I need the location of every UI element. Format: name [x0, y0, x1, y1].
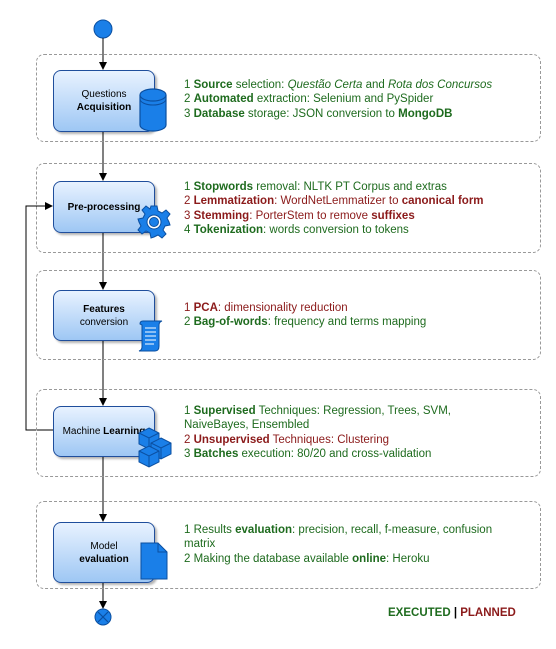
step-text: execution: 80/20 and cross-validation: [238, 447, 432, 460]
legend: EXECUTED | PLANNED: [388, 607, 516, 619]
stage-evaluation-container: [36, 501, 541, 589]
step-text: Techniques: Regression, Trees, SVM, Naiv…: [184, 405, 451, 432]
step-text: 4: [184, 223, 194, 236]
step-text: Questão Certa: [287, 79, 363, 91]
database-icon: [139, 88, 167, 132]
step-text: 1: [184, 181, 194, 193]
step-text: Rota dos Concursos: [387, 79, 493, 91]
step-item: 1 Source selection: Questão Certa and Ro…: [184, 78, 529, 92]
step-text: : words conversion to tokens: [263, 223, 409, 236]
stage-features-container: [36, 270, 541, 360]
stage-acquisition-container: [36, 54, 541, 142]
gear-icon: [137, 205, 171, 239]
node-line2: Acquisition: [76, 102, 132, 113]
step-text: Techniques: Clustering: [269, 433, 389, 446]
step-text: : frequency and terms mapping: [267, 316, 427, 329]
step-text: canonical form: [401, 195, 484, 208]
legend-executed: EXECUTED: [388, 607, 451, 619]
step-text: 1 Results: [184, 524, 236, 536]
step-item: 2 Unsupervised Techniques: Clustering: [184, 433, 484, 447]
node-line1: Pre-processing: [67, 201, 141, 213]
step-text: 1: [184, 405, 194, 417]
step-text: suffixes: [371, 209, 415, 222]
step-text: 1: [184, 302, 194, 314]
stage-ml-container: [36, 389, 541, 477]
legend-planned: PLANNED: [460, 607, 516, 619]
step-text: 2 Making the database available: [184, 552, 353, 565]
start-node: [93, 19, 113, 39]
step-text: Tokenization: [193, 223, 264, 236]
step-text: 2: [184, 93, 194, 106]
step-text: 3: [184, 107, 194, 120]
step-text: Batches: [193, 447, 239, 460]
step-text: evaluation: [235, 524, 293, 536]
step-text: : Heroku: [386, 552, 430, 565]
step-item: 3 Database storage: JSON conversion to M…: [184, 107, 529, 121]
step-text: Bag-of-words: [193, 316, 268, 329]
step-text: Unsupervised: [193, 433, 270, 446]
node-line1: Model: [90, 540, 118, 552]
preprocessing-node: Pre-processing: [53, 181, 155, 233]
machine-learning-node: Machine Learning: [53, 406, 155, 457]
step-text: Stemming: [193, 209, 250, 222]
legend-separator: |: [450, 607, 461, 619]
stage-preprocessing-container: [36, 163, 541, 253]
step-text: Stopwords: [193, 181, 254, 193]
step-item: 2 Automated extraction: Selenium and PyS…: [184, 92, 529, 106]
step-text: extraction: Selenium and PySpider: [253, 93, 434, 106]
node-line1: Features: [83, 303, 125, 315]
step-text: Source: [193, 79, 233, 91]
document-icon: [140, 542, 168, 580]
step-item: 3 Stemming: PorterStem to remove suffixe…: [184, 209, 529, 223]
step-text: 3: [184, 209, 194, 222]
step-text: 2: [184, 433, 194, 446]
end-node: [94, 608, 112, 626]
step-text: Automated: [193, 93, 254, 106]
step-item: 4 Tokenization: words conversion to toke…: [184, 223, 529, 237]
node-line2: evaluation: [79, 553, 129, 565]
step-item: 2 Making the database available online: …: [184, 552, 524, 566]
step-text: 2: [184, 195, 194, 208]
step-text: PCA: [193, 302, 218, 314]
node-line1: Questions: [81, 89, 127, 100]
step-item: 1 Supervised Techniques: Regression, Tre…: [184, 404, 484, 433]
step-text: : WordNetLemmatizer to: [274, 195, 402, 208]
document-scroll-icon: [138, 320, 163, 352]
cubes-icon: [138, 427, 172, 468]
questions-acquisition-node: Questions Acquisition: [53, 70, 155, 132]
step-text: storage: JSON conversion to: [244, 107, 399, 120]
step-text: : PorterStem to remove: [249, 209, 372, 222]
step-item: 2 Bag-of-words: frequency and terms mapp…: [184, 315, 529, 329]
evaluation-steps: 1 Results evaluation: precision, recall,…: [184, 523, 524, 566]
step-item: 3 Batches execution: 80/20 and cross-val…: [184, 447, 484, 461]
ml-steps: 1 Supervised Techniques: Regression, Tre…: [184, 404, 484, 461]
step-text: 2: [184, 316, 194, 329]
step-text: selection:: [232, 79, 288, 91]
step-text: MongoDB: [398, 107, 453, 120]
step-item: 2 Lemmatization: WordNetLemmatizer to ca…: [184, 194, 529, 208]
step-text: and: [362, 79, 388, 91]
node-line2: Learning: [103, 426, 146, 437]
step-text: Database: [193, 107, 245, 120]
node-line2: conversion: [79, 316, 129, 328]
step-text: Supervised: [193, 405, 256, 417]
step-text: : dimensionality reduction: [217, 302, 348, 314]
step-text: : precision, recall, f-measure, confusio…: [184, 524, 493, 551]
step-text: online: [352, 552, 387, 565]
node-line1: Machine: [62, 426, 101, 437]
step-text: 3: [184, 447, 194, 460]
preprocessing-steps: 1 Stopwords removal: NLTK PT Corpus and …: [184, 180, 529, 237]
acquisition-steps: 1 Source selection: Questão Certa and Ro…: [184, 78, 529, 121]
features-conversion-node: Features conversion: [53, 290, 155, 341]
step-item: 1 Results evaluation: precision, recall,…: [184, 523, 524, 552]
step-text: removal: NLTK PT Corpus and extras: [253, 181, 447, 193]
step-text: 1: [184, 79, 194, 91]
step-item: 1 PCA: dimensionality reduction: [184, 301, 529, 315]
step-text: Lemmatization: [193, 195, 275, 208]
feedback-arrow: [25, 202, 53, 431]
step-item: 1 Stopwords removal: NLTK PT Corpus and …: [184, 180, 529, 194]
